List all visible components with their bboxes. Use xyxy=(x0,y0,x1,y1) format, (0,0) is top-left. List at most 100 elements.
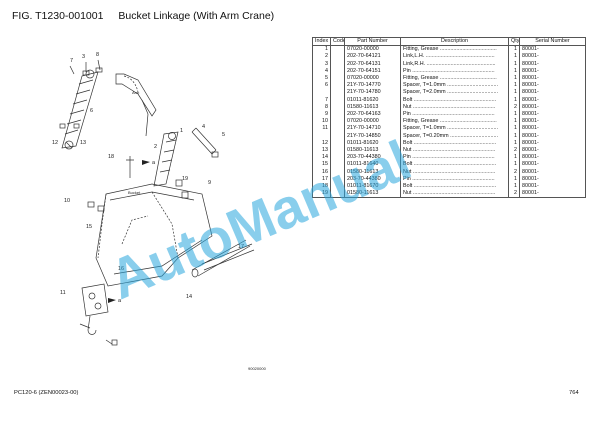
row-code xyxy=(330,96,345,104)
row-code xyxy=(330,190,345,199)
row-serial-number: 80001- xyxy=(519,75,586,83)
row-qty: 1 xyxy=(508,45,520,54)
bucket-label: Bucket xyxy=(128,190,141,195)
row-index: 18 xyxy=(312,183,331,191)
callout-2: 2 xyxy=(154,144,157,150)
row-index: 6 xyxy=(312,82,331,90)
row-code xyxy=(330,147,345,155)
footer-model: PC120-6 (ZEN00023-00) xyxy=(14,390,79,396)
row-description: Pin ....................................… xyxy=(400,111,509,119)
row-qty: 1 xyxy=(508,67,520,76)
row-description: Pin ....................................… xyxy=(400,67,509,76)
row-description: Link,R.H. ..............................… xyxy=(400,60,509,68)
row-serial-number: 80001- xyxy=(519,96,586,104)
row-description: Bolt ...................................… xyxy=(400,161,509,169)
row-qty: 1 xyxy=(508,132,520,140)
row-code xyxy=(330,89,345,97)
mid-fasteners xyxy=(87,156,189,212)
row-index: 5 xyxy=(312,75,331,83)
row-qty: 2 xyxy=(508,190,520,199)
row-serial-number: 80001- xyxy=(519,67,586,76)
row-part-number: 202-70-64163 xyxy=(344,111,401,119)
row-index: 4 xyxy=(312,67,331,76)
bucket-body xyxy=(95,183,213,287)
row-serial-number: 80001- xyxy=(519,53,586,61)
row-serial-number: 80001- xyxy=(519,154,586,162)
arrow-label-a-upper: a xyxy=(152,160,156,166)
row-code xyxy=(330,161,345,169)
row-qty: 1 xyxy=(508,183,520,191)
row-part-number: 21Y-70-14710 xyxy=(344,125,401,133)
row-serial-number: 80001- xyxy=(519,82,586,90)
row-qty: 1 xyxy=(508,53,520,61)
row-qty: 1 xyxy=(508,111,520,119)
row-serial-number: 80001- xyxy=(519,147,586,155)
drawing-code: 90020000 xyxy=(248,366,267,371)
row-index xyxy=(312,132,331,140)
row-serial-number: 80001- xyxy=(519,89,586,97)
row-index: 16 xyxy=(312,168,331,176)
row-code xyxy=(330,53,345,61)
row-index: 10 xyxy=(312,118,331,126)
row-qty: 1 xyxy=(508,125,520,133)
row-part-number: 202-70-64131 xyxy=(344,60,401,68)
row-code xyxy=(330,67,345,76)
exploded-parts-diagram: 7 3 8 6 1 2 4 5 9 10 11 12 13 14 15 16 1… xyxy=(52,44,302,379)
row-part-number: 202-70-64151 xyxy=(344,67,401,76)
footer-page-number: 764 xyxy=(569,390,579,396)
figure-number: FIG. T1230-001001 xyxy=(12,10,104,22)
row-code xyxy=(330,82,345,90)
top-fasteners xyxy=(69,59,103,76)
row-part-number: 21Y-70-14770 xyxy=(344,82,401,90)
row-index: 19 xyxy=(312,190,331,199)
row-description: Fitting, Grease ........................… xyxy=(400,118,509,126)
link-left-part xyxy=(61,69,99,150)
arm-label: Arm xyxy=(132,90,140,95)
callout-4: 4 xyxy=(202,124,205,130)
diagram-drawing: 7 3 8 6 1 2 4 5 9 10 11 12 13 14 15 16 1… xyxy=(52,52,267,371)
row-part-number: 01580-11613 xyxy=(344,103,401,112)
table-header-row: Index Code Part Number Description Qty S… xyxy=(312,36,586,47)
row-code xyxy=(330,75,345,83)
row-description: Spacer, T=2.0mm ........................… xyxy=(400,89,509,97)
row-part-number: 21Y-70-14850 xyxy=(344,132,401,140)
row-index: 3 xyxy=(312,60,331,68)
row-code xyxy=(330,132,345,140)
row-index: 8 xyxy=(312,103,331,112)
callout-15: 15 xyxy=(86,224,92,230)
callout-6: 6 xyxy=(90,108,93,114)
row-description: Bolt ...................................… xyxy=(400,96,509,104)
callout-19: 19 xyxy=(182,176,188,182)
figure-heading: FIG. T1230-001001 Bucket Linkage (With A… xyxy=(12,10,274,22)
row-part-number: 01011-81670 xyxy=(344,183,401,191)
arm-outline xyxy=(115,73,157,137)
header-part-number: Part Number xyxy=(344,36,401,47)
row-index: 14 xyxy=(312,154,331,162)
row-part-number: 203-70-44380 xyxy=(344,154,401,162)
row-code xyxy=(330,168,345,176)
row-part-number: 01580-11613 xyxy=(344,190,401,199)
row-description: Pin ....................................… xyxy=(400,175,509,184)
row-qty: 1 xyxy=(508,118,520,126)
callout-1: 1 xyxy=(180,128,183,134)
header-qty: Qty xyxy=(508,36,520,47)
row-index: 9 xyxy=(312,111,331,119)
row-part-number: 01011-81620 xyxy=(344,139,401,148)
row-index: 1 xyxy=(312,45,331,54)
bottom-fasteners xyxy=(79,323,118,346)
row-serial-number: 80001- xyxy=(519,60,586,68)
pin-part-4 xyxy=(191,127,219,158)
row-description: Fitting, Grease ........................… xyxy=(400,45,509,54)
link-right-part xyxy=(153,131,179,187)
